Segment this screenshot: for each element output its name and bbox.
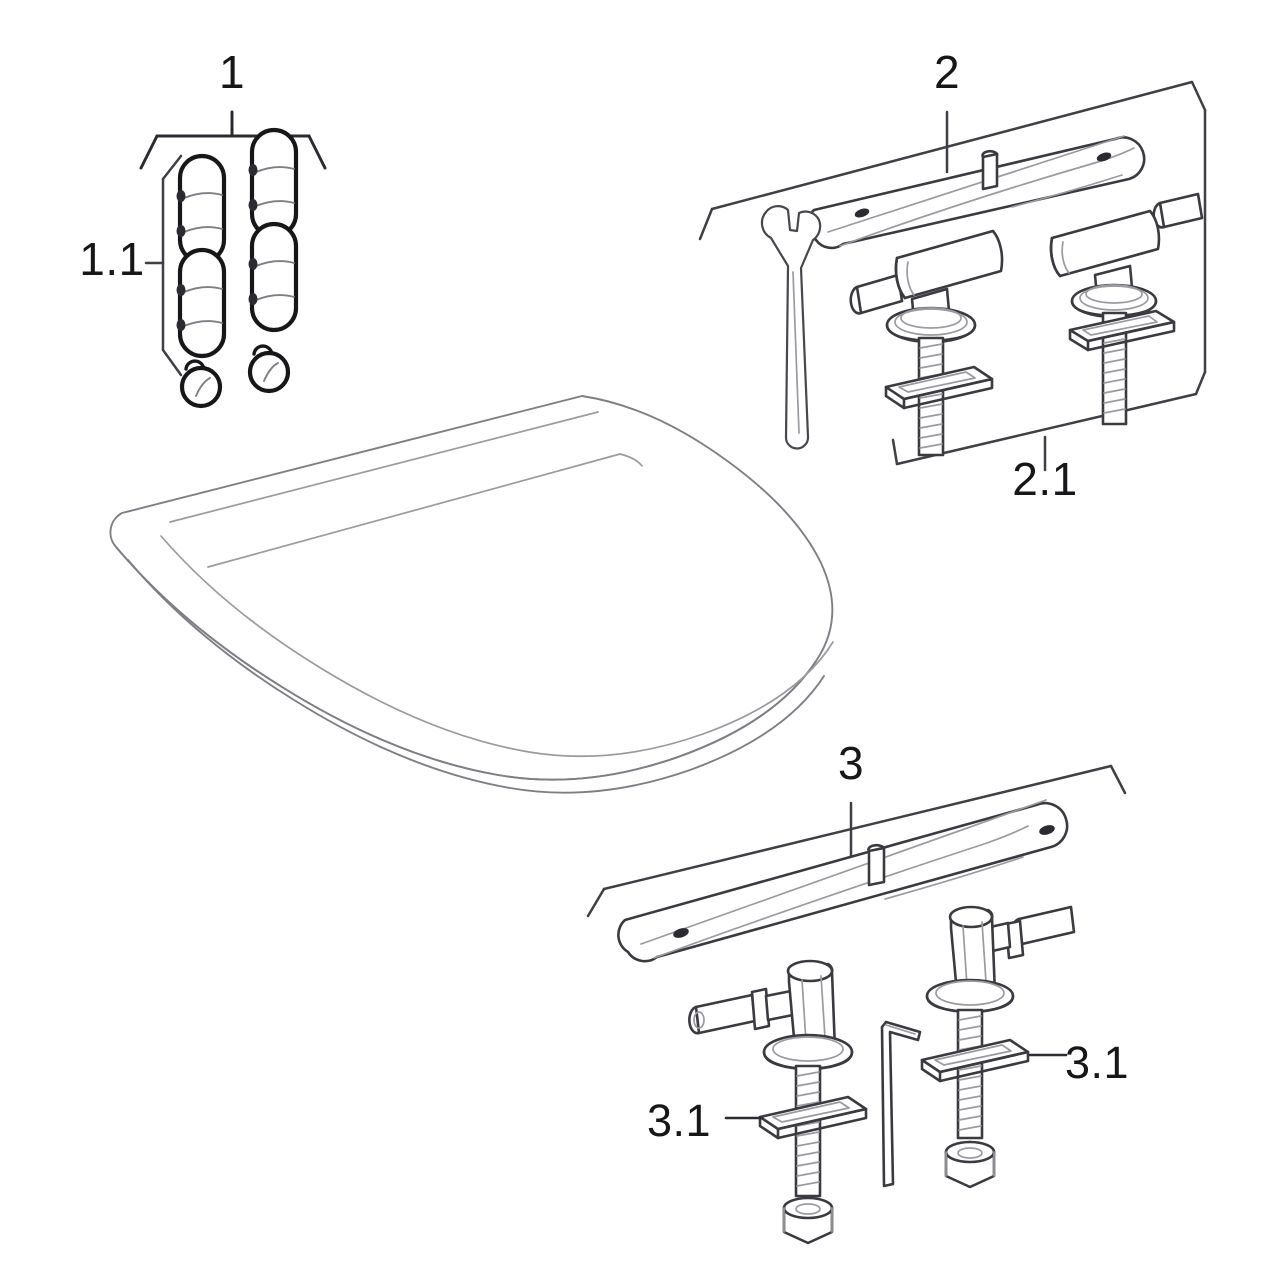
round-bumper-left — [179, 359, 223, 409]
toilet-seat-cover — [109, 395, 834, 794]
callout-label-1-1: 1.1 — [79, 233, 144, 285]
hex-nut-right — [944, 1140, 996, 1189]
callout-label-3-1-right: 3.1 — [1065, 1037, 1129, 1088]
callout-label-3-1-left: 3.1 — [647, 1095, 711, 1146]
group-3-cover-hinge-kit — [586, 764, 1127, 1245]
open-end-wrench — [760, 205, 822, 450]
group-1-buffer-pads — [139, 110, 327, 409]
capsule-buffer-bottom-right — [248, 221, 299, 333]
seat-hinge-assembly-left — [849, 229, 1004, 457]
callout-bracket-1-1 — [144, 154, 183, 377]
capsule-buffer-top-left — [176, 153, 227, 265]
capsule-buffer-top-right — [248, 127, 299, 239]
callout-bracket-2 — [698, 80, 1207, 396]
round-bumper-right — [247, 344, 291, 394]
hex-nut-left — [782, 1196, 834, 1245]
callout-label-3: 3 — [838, 737, 864, 789]
callout-label-1: 1 — [219, 46, 245, 98]
cover-hinge-bar — [617, 799, 1069, 963]
callout-label-2: 2 — [934, 46, 960, 98]
seat-hinge-assembly-right — [1049, 192, 1204, 426]
seat-hinge-bar — [806, 135, 1146, 250]
cover-hinge-assembly-left — [688, 959, 868, 1245]
callout-label-2-1: 2.1 — [1012, 453, 1077, 505]
group-2-seat-hinge-kit — [698, 80, 1207, 472]
callout-bracket-2-1 — [891, 392, 1198, 472]
cover-hinge-assembly-right — [920, 905, 1076, 1189]
allen-key — [880, 1020, 922, 1188]
callout-bracket-3 — [586, 764, 1127, 918]
capsule-buffer-bottom-left — [176, 247, 227, 359]
